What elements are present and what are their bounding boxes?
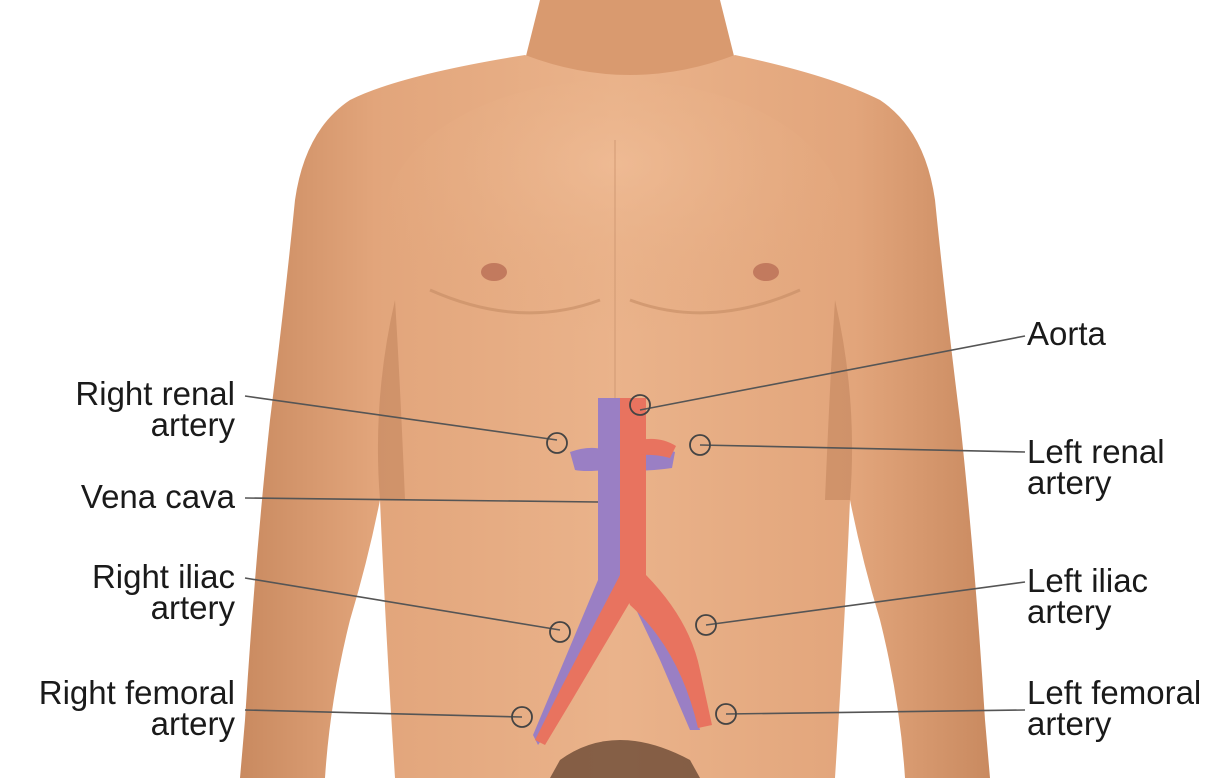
vena-cava-label-text: Vena cava xyxy=(81,481,235,512)
aorta-label: Aorta xyxy=(1027,318,1106,349)
right-femoral-label-line2: artery xyxy=(39,708,235,739)
right-renal-label-line1: Right renal xyxy=(75,378,235,409)
left-nipple xyxy=(753,263,779,281)
aorta-label-text: Aorta xyxy=(1027,318,1106,349)
right-renal-artery-label: Right renal artery xyxy=(75,378,235,440)
right-femoral-artery-label: Right femoral artery xyxy=(39,677,235,739)
left-renal-label-line1: Left renal xyxy=(1027,436,1165,467)
right-nipple xyxy=(481,263,507,281)
left-renal-artery-label: Left renal artery xyxy=(1027,436,1165,498)
left-iliac-label-line1: Left iliac xyxy=(1027,565,1148,596)
right-renal-label-line2: artery xyxy=(75,409,235,440)
left-femoral-label-line1: Left femoral xyxy=(1027,677,1201,708)
left-femoral-artery-label: Left femoral artery xyxy=(1027,677,1201,739)
right-iliac-artery-label: Right iliac artery xyxy=(92,561,235,623)
vena-cava-label: Vena cava xyxy=(81,481,235,512)
left-renal-label-line2: artery xyxy=(1027,467,1165,498)
right-iliac-label-line2: artery xyxy=(92,592,235,623)
right-iliac-label-line1: Right iliac xyxy=(92,561,235,592)
left-femoral-label-line2: artery xyxy=(1027,708,1201,739)
left-iliac-artery-label: Left iliac artery xyxy=(1027,565,1148,627)
right-femoral-label-line1: Right femoral xyxy=(39,677,235,708)
left-iliac-label-line2: artery xyxy=(1027,596,1148,627)
